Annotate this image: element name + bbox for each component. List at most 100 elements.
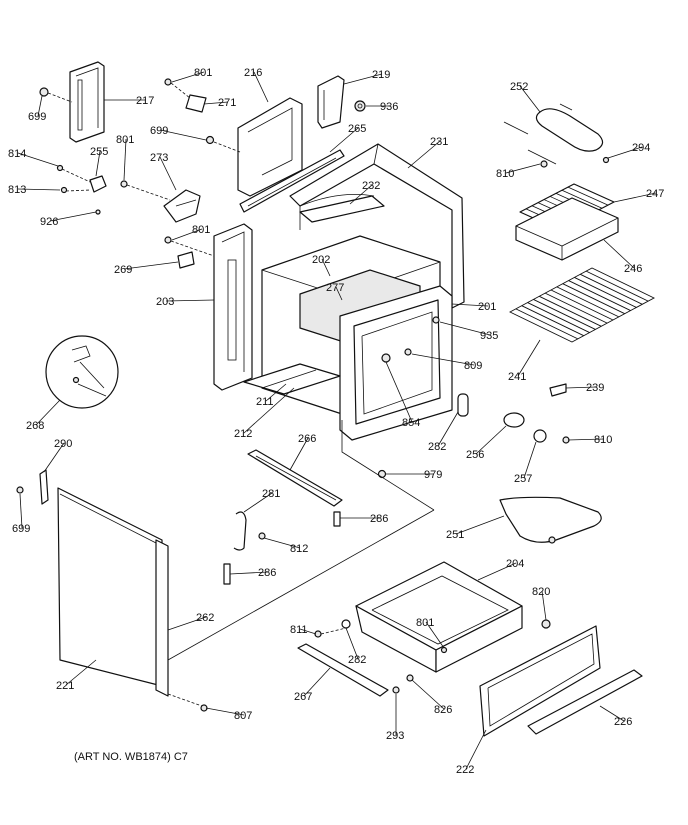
part-label-807: 807 bbox=[234, 710, 252, 722]
assembly-guide-lines bbox=[167, 420, 435, 661]
part-262-trim bbox=[155, 539, 169, 697]
oven-rack-wire bbox=[562, 283, 625, 315]
part-286-pin bbox=[223, 563, 231, 585]
part-label-256: 256 bbox=[466, 449, 484, 461]
part-label-232: 232 bbox=[362, 180, 380, 192]
part-label-201: 201 bbox=[478, 301, 496, 313]
leader-line-201 bbox=[451, 303, 489, 307]
part-204-drawer bbox=[355, 561, 523, 673]
part-label-241: 241 bbox=[508, 371, 526, 383]
part-label-814: 814 bbox=[8, 148, 26, 160]
leader-line-257 bbox=[523, 441, 537, 479]
part-label-211: 211 bbox=[256, 396, 274, 408]
leader-line-219 bbox=[343, 73, 383, 85]
part-252-broil-element bbox=[503, 103, 610, 168]
leader-line-813 bbox=[17, 188, 61, 191]
leader-line-212 bbox=[243, 387, 295, 434]
part-label-277: 277 bbox=[326, 282, 344, 294]
leader-line-812 bbox=[263, 537, 301, 549]
part-226-trim bbox=[527, 669, 643, 735]
part-label-265: 265 bbox=[348, 123, 366, 135]
oven-rack-wire bbox=[539, 295, 602, 327]
leader-line-809 bbox=[411, 353, 475, 366]
part-label-216: 216 bbox=[244, 67, 262, 79]
part-label-935: 935 bbox=[480, 330, 498, 342]
part-801-271-clip bbox=[164, 78, 207, 113]
part-label-810: 810 bbox=[594, 434, 612, 446]
part-label-221: 221 bbox=[56, 680, 74, 692]
part-217-bracket bbox=[69, 61, 105, 143]
part-label-811: 811 bbox=[290, 624, 308, 636]
oven-rack-wire bbox=[556, 286, 620, 318]
part-label-212: 212 bbox=[234, 428, 252, 440]
leader-line-246 bbox=[603, 239, 635, 269]
part-266-rail bbox=[247, 449, 343, 507]
part-807-screw bbox=[167, 693, 208, 712]
part-label-203: 203 bbox=[156, 296, 174, 308]
part-label-286: 286 bbox=[370, 513, 388, 525]
part-label-268: 268 bbox=[26, 420, 44, 432]
leader-line-232 bbox=[349, 184, 373, 205]
leader-line-239 bbox=[565, 386, 597, 389]
part-222-drawer-front bbox=[479, 625, 601, 737]
part-label-222: 222 bbox=[456, 764, 474, 776]
art-number-footer: (ART NO. WB1874) C7 bbox=[74, 751, 188, 763]
part-label-202: 202 bbox=[312, 254, 330, 266]
part-246-broil-pan bbox=[515, 197, 619, 261]
part-label-699: 699 bbox=[28, 111, 46, 123]
part-label-281: 281 bbox=[262, 488, 280, 500]
part-219-bracket bbox=[317, 75, 345, 129]
oven-rack-wire bbox=[585, 270, 649, 302]
part-267-slide bbox=[297, 643, 389, 697]
leader-line-255 bbox=[95, 150, 101, 177]
leader-line-807 bbox=[205, 707, 245, 716]
part-label-801: 801 bbox=[192, 224, 210, 236]
part-label-926: 926 bbox=[40, 216, 58, 228]
broil-grid-bar bbox=[561, 189, 603, 209]
leader-line-699 bbox=[37, 95, 43, 117]
part-label-271: 271 bbox=[218, 97, 236, 109]
part-label-936: 936 bbox=[380, 101, 398, 113]
leader-line-277 bbox=[335, 286, 343, 301]
leader-line-814 bbox=[17, 152, 59, 167]
part-label-204: 204 bbox=[506, 558, 524, 570]
leader-line-216 bbox=[253, 71, 269, 103]
leader-line-251 bbox=[455, 515, 505, 535]
part-label-219: 219 bbox=[372, 69, 390, 81]
part-label-813: 813 bbox=[8, 184, 26, 196]
leader-line-256 bbox=[475, 425, 507, 455]
leader-line-266 bbox=[289, 437, 309, 471]
part-820-clip bbox=[541, 619, 551, 629]
broil-grid-bar bbox=[567, 186, 609, 206]
leader-line-810 bbox=[505, 163, 541, 174]
part-255-block bbox=[56, 164, 107, 215]
leader-line-811 bbox=[299, 628, 317, 635]
leader-line-273 bbox=[159, 156, 177, 191]
part-239-clip bbox=[549, 383, 567, 397]
part-699-screw-2 bbox=[205, 135, 241, 153]
leader-line-247 bbox=[613, 192, 657, 203]
part-251-bake-element bbox=[499, 496, 602, 544]
oven-rack-wire bbox=[544, 292, 608, 324]
part-label-282: 282 bbox=[348, 654, 366, 666]
part-label-217: 217 bbox=[136, 95, 154, 107]
part-label-809: 809 bbox=[464, 360, 482, 372]
leader-line-282 bbox=[437, 411, 459, 447]
part-label-269: 269 bbox=[114, 264, 132, 276]
leader-line-222 bbox=[465, 729, 487, 770]
part-801-269-fasteners bbox=[164, 236, 215, 269]
leader-line-810 bbox=[567, 438, 605, 441]
leader-line-699 bbox=[159, 129, 207, 141]
part-label-826: 826 bbox=[434, 704, 452, 716]
part-label-293: 293 bbox=[386, 730, 404, 742]
oven-rack-wire bbox=[550, 289, 614, 321]
part-265-strip bbox=[239, 149, 345, 213]
part-290-hinge bbox=[16, 469, 49, 505]
leader-line-801 bbox=[171, 228, 203, 241]
part-286-clip bbox=[333, 511, 341, 527]
part-826-293-screws bbox=[392, 674, 414, 694]
leader-line-699 bbox=[19, 493, 23, 529]
leader-line-935 bbox=[439, 321, 491, 336]
part-232-baffle bbox=[299, 195, 385, 223]
